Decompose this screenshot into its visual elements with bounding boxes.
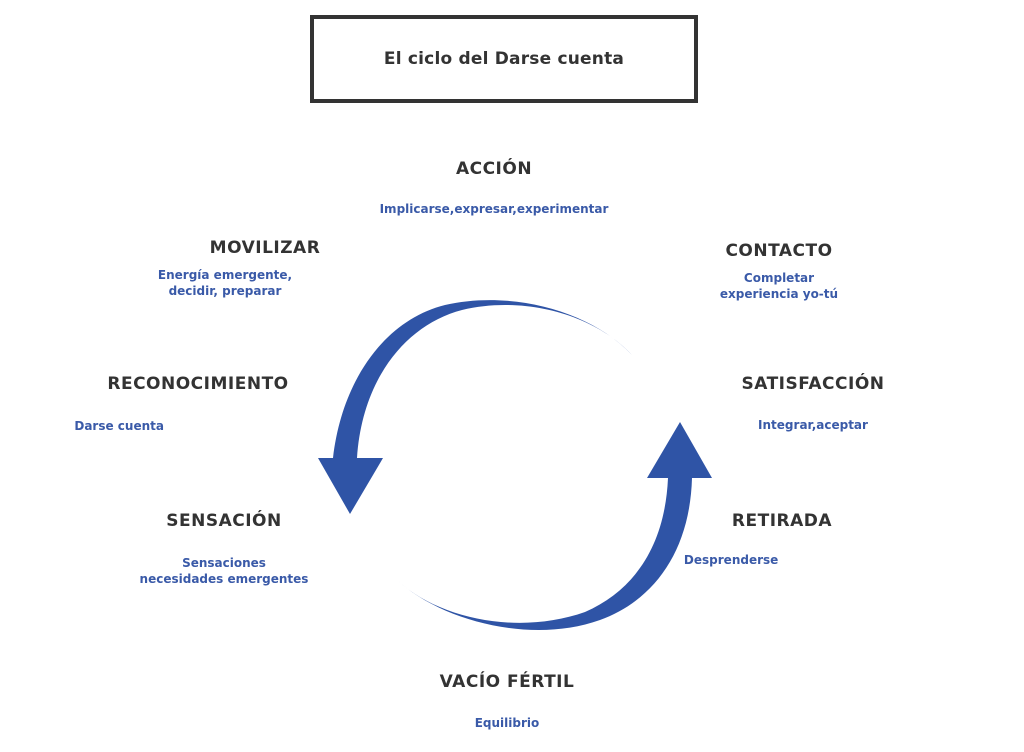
diagram-title: El ciclo del Darse cuenta xyxy=(383,49,625,69)
stage-title: MOVILIZAR xyxy=(209,238,321,258)
stage-retirada: RETIRADA Desprenderse xyxy=(684,511,833,568)
description-line: Desprenderse xyxy=(683,553,779,567)
arrow-upper-left xyxy=(318,300,632,514)
stage-title: RECONOCIMIENTO xyxy=(107,374,289,394)
stage-title: VACÍO FÉRTIL xyxy=(439,672,575,692)
stage-movilizar: MOVILIZAR Energía emergente, decidir, pr… xyxy=(158,238,332,299)
stage-title: RETIRADA xyxy=(731,511,833,531)
description-line: Implicarse,expresar,experimentar xyxy=(379,202,609,216)
description-line: Sensaciones xyxy=(182,556,266,570)
description-line: Equilibrio xyxy=(474,716,540,730)
stage-description: Darse cuenta xyxy=(74,418,255,434)
stage-title: CONTACTO xyxy=(725,241,833,261)
description-line: Darse cuenta xyxy=(74,419,164,433)
arrow-lower-right xyxy=(397,422,712,631)
stage-title: SATISFACCIÓN xyxy=(741,374,885,394)
stage-contacto: CONTACTO Completar experiencia yo-tú xyxy=(720,241,838,302)
stage-description: Energía emergente, decidir, preparar xyxy=(158,267,292,299)
stage-description: Integrar,aceptar xyxy=(741,417,884,433)
stage-sensacion: SENSACIÓN Sensaciones necesidades emerge… xyxy=(140,511,309,587)
stage-reconocimiento: RECONOCIMIENTO Darse cuenta xyxy=(74,374,289,434)
description-line: experiencia yo-tú xyxy=(719,287,839,301)
stage-description: Completar experiencia yo-tú xyxy=(720,270,838,302)
description-line: decidir, preparar xyxy=(168,284,282,298)
stage-satisfaccion: SATISFACCIÓN Integrar,aceptar xyxy=(741,374,884,433)
stage-description: Implicarse,expresar,experimentar xyxy=(380,201,609,217)
description-line: Energía emergente, xyxy=(157,268,293,282)
description-line: Completar xyxy=(743,271,815,285)
stage-accion: ACCIÓN Implicarse,expresar,experimentar xyxy=(380,159,609,217)
stage-vacio-fertil: VACÍO FÉRTIL Equilibrio xyxy=(440,672,575,731)
stage-title: ACCIÓN xyxy=(455,159,533,179)
stage-description: Equilibrio xyxy=(440,715,575,731)
stage-description: Desprenderse xyxy=(684,552,784,568)
stage-title: SENSACIÓN xyxy=(166,511,282,531)
description-line: necesidades emergentes xyxy=(139,572,309,586)
diagram-title-box: El ciclo del Darse cuenta xyxy=(310,15,698,103)
stage-description: Sensaciones necesidades emergentes xyxy=(140,555,309,587)
description-line: Integrar,aceptar xyxy=(758,418,868,432)
